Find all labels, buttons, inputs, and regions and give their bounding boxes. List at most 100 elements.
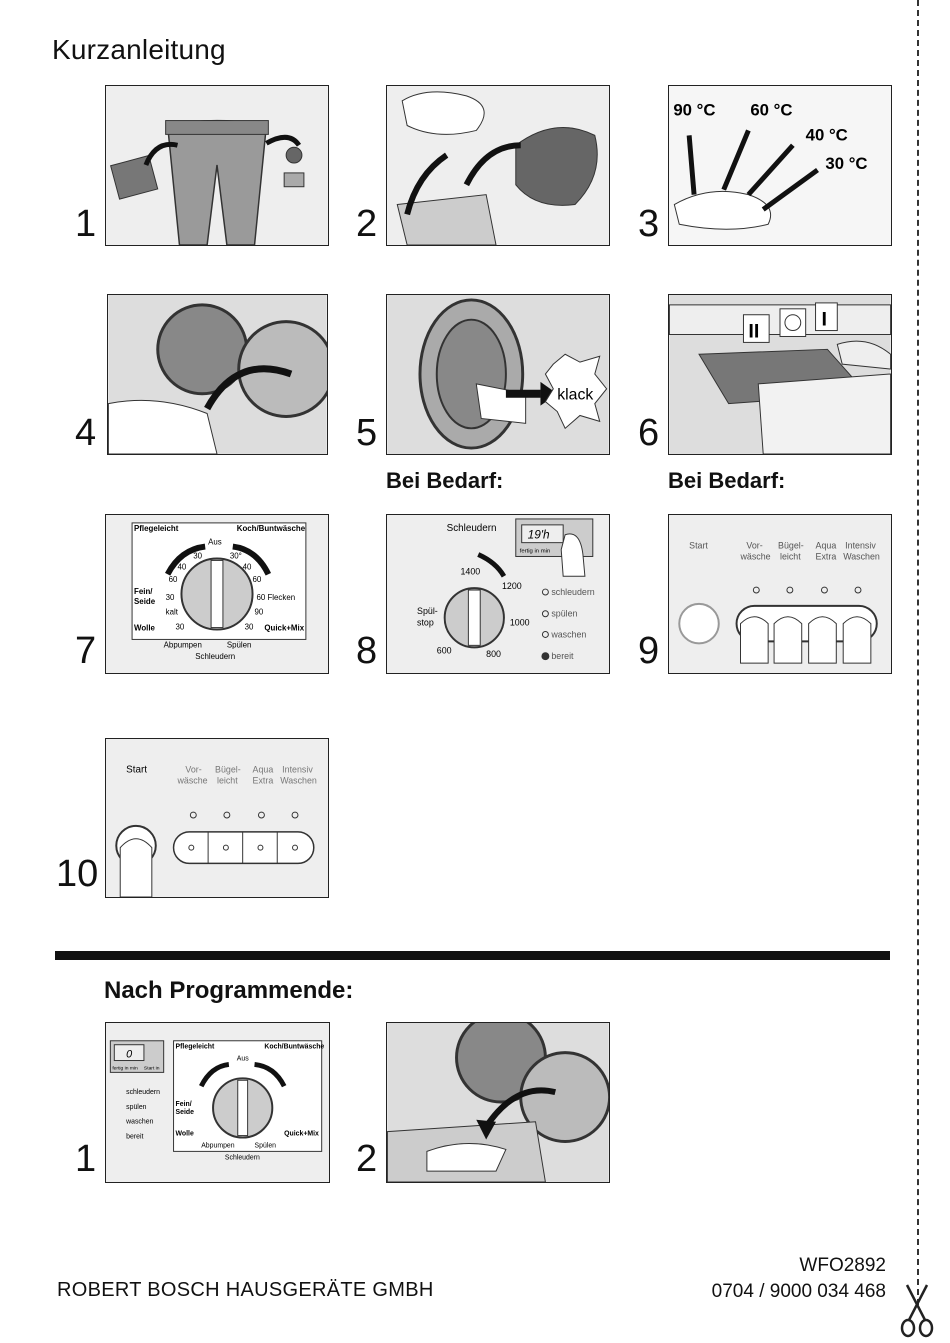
scissors-icon — [900, 1284, 934, 1338]
step-3-temperature-image: 90 °C 60 °C 40 °C 30 °C — [668, 85, 892, 246]
svg-text:Aqua: Aqua — [253, 765, 274, 775]
svg-text:Seide: Seide — [176, 1109, 195, 1116]
section-divider — [55, 951, 890, 960]
svg-text:Seide: Seide — [134, 597, 156, 606]
svg-text:Extra: Extra — [816, 551, 837, 561]
compartment-i-label: I — [821, 309, 827, 331]
svg-text:30: 30 — [176, 623, 185, 632]
option-button[interactable] — [740, 616, 769, 664]
klack-label: klack — [557, 387, 593, 404]
svg-text:Quick+Mix: Quick+Mix — [284, 1131, 319, 1138]
dial-pflegeleicht-label: Pflegeleicht — [134, 524, 179, 533]
svg-text:1400: 1400 — [460, 566, 480, 576]
svg-text:wäsche: wäsche — [177, 775, 208, 785]
step-1-empty-pockets-image — [105, 85, 329, 246]
svg-text:bereit: bereit — [126, 1134, 143, 1141]
step-number: 1 — [75, 1138, 97, 1180]
svg-text:30: 30 — [166, 593, 175, 602]
svg-text:Start: Start — [126, 765, 147, 776]
option-button[interactable] — [773, 616, 803, 664]
end-step-1-dial-off-image: 0 fertig in min Start in schleudern spül… — [105, 1022, 330, 1183]
dial-aus-label: Aus — [208, 538, 222, 547]
step-4-load-drum-image — [107, 294, 328, 455]
svg-text:Bügel-: Bügel- — [778, 541, 804, 551]
svg-text:Abpumpen: Abpumpen — [201, 1142, 235, 1149]
svg-text:Vor-: Vor- — [185, 765, 201, 775]
svg-text:Wolle: Wolle — [134, 624, 156, 633]
svg-text:spülen: spülen — [126, 1104, 147, 1111]
bei-bedarf-label: Bei Bedarf: — [386, 468, 504, 493]
svg-text:bereit: bereit — [551, 651, 574, 661]
svg-text:Aqua: Aqua — [816, 541, 837, 551]
svg-text:30: 30 — [193, 551, 202, 560]
svg-text:Quick+Mix: Quick+Mix — [264, 624, 304, 633]
svg-text:Waschen: Waschen — [843, 551, 880, 561]
svg-text:fertig in min: fertig in min — [112, 1065, 138, 1071]
svg-text:800: 800 — [486, 649, 501, 659]
svg-text:waschen: waschen — [125, 1119, 153, 1126]
display-value: 19'h — [528, 528, 550, 542]
spin-label: Schleudern — [447, 523, 497, 534]
end-step-2-unload-image — [386, 1022, 610, 1183]
step-5-close-door-image: klack — [386, 294, 610, 455]
svg-text:Pflegeleicht: Pflegeleicht — [176, 1044, 215, 1051]
svg-text:60 Flecken: 60 Flecken — [257, 593, 296, 602]
step-number: 1 — [75, 203, 97, 245]
svg-text:wäsche: wäsche — [740, 551, 771, 561]
cut-line — [917, 0, 919, 1305]
step-number: 3 — [638, 203, 660, 245]
end-display-value: 0 — [126, 1049, 132, 1061]
option-button[interactable] — [842, 616, 872, 664]
step-8-spin-dial-image: Schleudern 19'h fertig in min 1400 1200 … — [386, 514, 610, 674]
bei-bedarf-label: Bei Bedarf: — [668, 468, 786, 493]
part-number: 0704 / 9000 034 468 — [711, 1281, 886, 1302]
svg-text:90: 90 — [255, 608, 264, 617]
svg-text:Extra: Extra — [253, 775, 274, 785]
step-10-start-image: Start Vor- wäsche Bügel- leicht Aqua Ext… — [105, 738, 329, 898]
svg-text:Waschen: Waschen — [280, 775, 317, 785]
svg-text:40: 40 — [178, 562, 187, 571]
svg-text:Spül-: Spül- — [417, 606, 438, 616]
svg-text:schleudern: schleudern — [126, 1089, 160, 1096]
svg-text:60: 60 — [169, 575, 178, 584]
svg-text:Abpumpen: Abpumpen — [164, 640, 202, 649]
step-number: 10 — [56, 853, 99, 895]
svg-text:stop: stop — [417, 618, 434, 628]
temp-40-label: 40 °C — [806, 125, 848, 144]
svg-text:600: 600 — [437, 645, 452, 655]
svg-text:Koch/Buntwäsche: Koch/Buntwäsche — [264, 1044, 324, 1051]
step-number: 7 — [75, 630, 97, 672]
section-title: Nach Programmende: — [104, 977, 354, 1004]
svg-text:30: 30 — [245, 623, 254, 632]
svg-text:Vor-: Vor- — [746, 541, 762, 551]
step-number: 4 — [75, 412, 97, 454]
svg-text:Aus: Aus — [237, 1056, 249, 1063]
temp-60-label: 60 °C — [750, 101, 792, 120]
model-number: WFO2892 — [799, 1255, 886, 1276]
svg-text:Intensiv: Intensiv — [282, 765, 313, 775]
step-number: 8 — [356, 630, 378, 672]
option-button[interactable] — [808, 616, 837, 664]
start-button[interactable] — [678, 602, 720, 645]
svg-text:fertig in min: fertig in min — [520, 549, 551, 555]
svg-text:1200: 1200 — [502, 581, 522, 591]
svg-text:Spülen: Spülen — [255, 1142, 277, 1149]
svg-text:40: 40 — [243, 562, 252, 571]
compartment-ii-label: II — [748, 320, 759, 342]
svg-text:kalt: kalt — [166, 608, 179, 617]
step-number: 2 — [356, 203, 378, 245]
svg-text:spülen: spülen — [551, 609, 577, 619]
temp-90-label: 90 °C — [673, 101, 715, 120]
step-9-option-buttons-image: Start Vor- wäsche Bügel- leicht Aqua Ext… — [668, 514, 892, 674]
company-name: ROBERT BOSCH HAUSGERÄTE GMBH — [57, 1279, 434, 1301]
svg-text:Intensiv: Intensiv — [845, 541, 876, 551]
step-number: 5 — [356, 412, 378, 454]
svg-text:waschen: waschen — [550, 629, 586, 639]
svg-text:schleudern: schleudern — [551, 587, 594, 597]
svg-text:Spülen: Spülen — [227, 640, 252, 649]
step-2-sort-laundry-image — [386, 85, 610, 246]
dial-koch-label: Koch/Buntwäsche — [237, 524, 306, 533]
flower-icon — [779, 308, 807, 337]
svg-text:1000: 1000 — [510, 618, 530, 628]
svg-text:Fein/: Fein/ — [134, 587, 153, 596]
